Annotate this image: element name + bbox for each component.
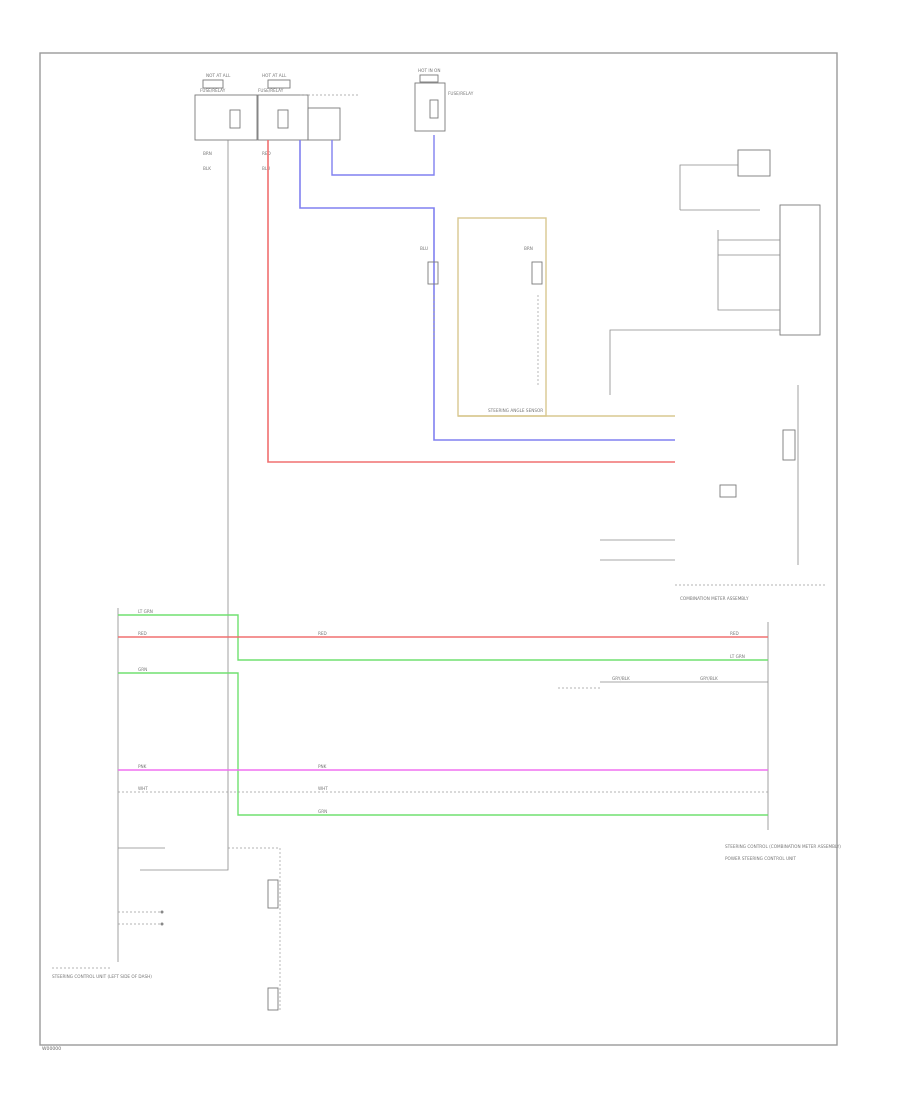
fuse-left-label: FUSE/RELAY bbox=[200, 88, 226, 93]
blue-wire bbox=[299, 140, 675, 441]
red-wire-top bbox=[267, 140, 675, 463]
lower-sensor-2 bbox=[267, 987, 279, 1011]
fuse-mid-top-label: HOT AT ALL bbox=[262, 73, 287, 78]
label-gryblk-1: GRY/BLK bbox=[612, 676, 630, 681]
fuse-left-top-label: NOT AT ALL bbox=[206, 73, 231, 78]
label-ltgrn-1: LT GRN bbox=[138, 609, 153, 614]
inline-module-right-label: BRN bbox=[524, 246, 533, 251]
fuse-mid-wire-1: RED bbox=[262, 151, 271, 156]
fuse-box-left: NOT AT ALL FUSE/RELAY BRN BLK bbox=[194, 73, 258, 171]
switch-cluster bbox=[609, 149, 821, 395]
fuse-left-wire-1: BRN bbox=[203, 151, 212, 156]
ecu-right-caption: STEERING CONTROL (COMBINATION METER ASSE… bbox=[725, 844, 841, 849]
fuse-mid-label: FUSE/RELAY bbox=[258, 88, 284, 93]
fuse-left-wire-2: BLK bbox=[203, 166, 211, 171]
inline-module-left-label: BLU bbox=[420, 246, 428, 251]
label-pnk-1: PNK bbox=[138, 764, 147, 769]
label-gryblk-2: GRY/BLK bbox=[700, 676, 718, 681]
right-connector-caption: POWER STEERING CONTROL UNIT bbox=[725, 856, 796, 861]
fuse-mid-wire-2: BLU bbox=[262, 166, 270, 171]
label-wht-2: WHT bbox=[318, 786, 328, 791]
label-red-3: RED bbox=[730, 631, 739, 636]
label-grn-1: GRN bbox=[138, 667, 147, 672]
lower-sensor-1 bbox=[267, 879, 279, 909]
figure-code: W00000 bbox=[42, 1046, 61, 1052]
label-ltgrn-2: LT GRN bbox=[730, 654, 745, 659]
fuse-right-label: FUSE/RELAY bbox=[448, 91, 474, 96]
green-wire-lower bbox=[118, 672, 768, 816]
meter-caption: COMBINATION METER ASSEMBLY bbox=[680, 596, 749, 601]
label-grn-2: GRN bbox=[318, 809, 327, 814]
fuse-box-right: HOT IN ON FUSE/RELAY bbox=[414, 68, 474, 132]
blue-wire-short bbox=[331, 135, 435, 176]
ground-wire bbox=[140, 140, 229, 871]
fuse-right-top-label: HOT IN ON bbox=[418, 68, 440, 73]
label-red-1: RED bbox=[138, 631, 147, 636]
label-wht-1: WHT bbox=[138, 786, 148, 791]
ecu-left-caption: STEERING CONTROL UNIT (LEFT SIDE OF DASH… bbox=[52, 974, 152, 979]
inline-module-caption: STEERING ANGLE SENSOR bbox=[488, 408, 543, 413]
relay-box bbox=[307, 107, 341, 141]
diagram-frame bbox=[39, 52, 838, 1046]
label-red-2: RED bbox=[318, 631, 327, 636]
label-pnk-2: PNK bbox=[318, 764, 327, 769]
